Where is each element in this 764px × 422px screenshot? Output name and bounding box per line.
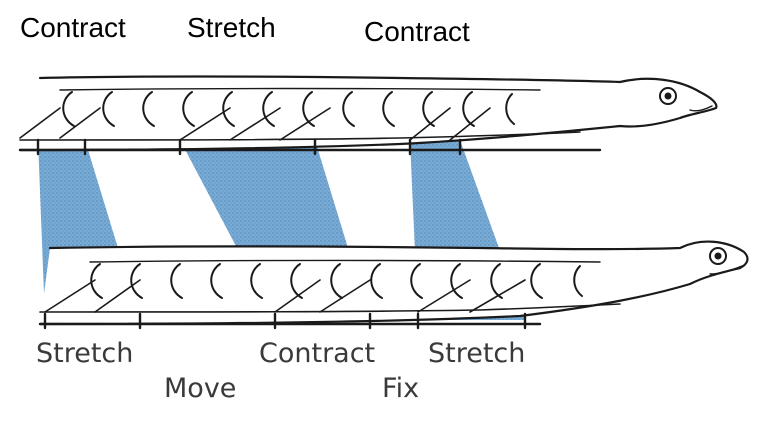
eel-body-top [20, 77, 716, 155]
eel-body-bottom [40, 242, 747, 328]
